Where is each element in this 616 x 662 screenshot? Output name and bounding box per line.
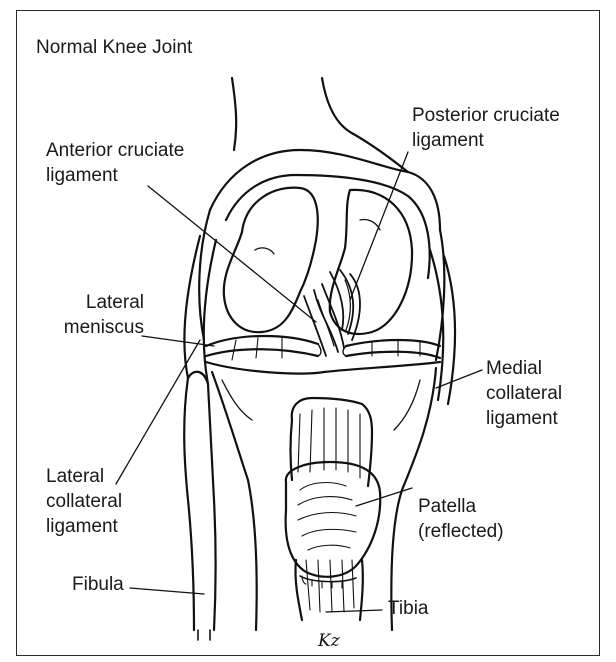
label-patella: Patella (reflected) — [418, 494, 504, 544]
label-posterior-cruciate-ligament: Posterior cruciate ligament — [412, 103, 560, 153]
label-patella-line1: Patella — [418, 494, 504, 519]
tibia — [206, 362, 440, 630]
patellar-tendon — [291, 398, 373, 620]
label-acl-line2: ligament — [46, 163, 184, 188]
artist-signature: Kz — [317, 631, 341, 651]
label-anterior-cruciate-ligament: Anterior cruciate ligament — [46, 138, 184, 188]
label-tibia: Tibia — [388, 596, 428, 621]
label-lateral-meniscus: Lateral meniscus — [26, 290, 144, 340]
label-pcl-line2: ligament — [412, 128, 560, 153]
label-lcl-line3: ligament — [46, 514, 122, 539]
label-patella-line2: (reflected) — [418, 519, 504, 544]
fibula-bone — [184, 372, 215, 640]
label-meniscus-line2: meniscus — [26, 315, 144, 340]
label-lcl-line1: Lateral — [46, 464, 122, 489]
label-acl-line1: Anterior cruciate — [46, 138, 184, 163]
label-pcl-line1: Posterior cruciate — [412, 103, 560, 128]
label-meniscus-line1: Lateral — [26, 290, 144, 315]
label-mcl-line3: ligament — [486, 406, 562, 431]
label-lcl-line2: collateral — [46, 489, 122, 514]
label-fibula: Fibula — [72, 572, 124, 597]
medial-condyle — [330, 190, 412, 334]
label-lateral-collateral-ligament: Lateral collateral ligament — [46, 464, 122, 539]
lateral-condyle — [224, 188, 318, 333]
patella-bone — [286, 462, 381, 588]
label-mcl-line1: Medial — [486, 356, 562, 381]
label-mcl-line2: collateral — [486, 381, 562, 406]
label-medial-collateral-ligament: Medial collateral ligament — [486, 356, 562, 431]
